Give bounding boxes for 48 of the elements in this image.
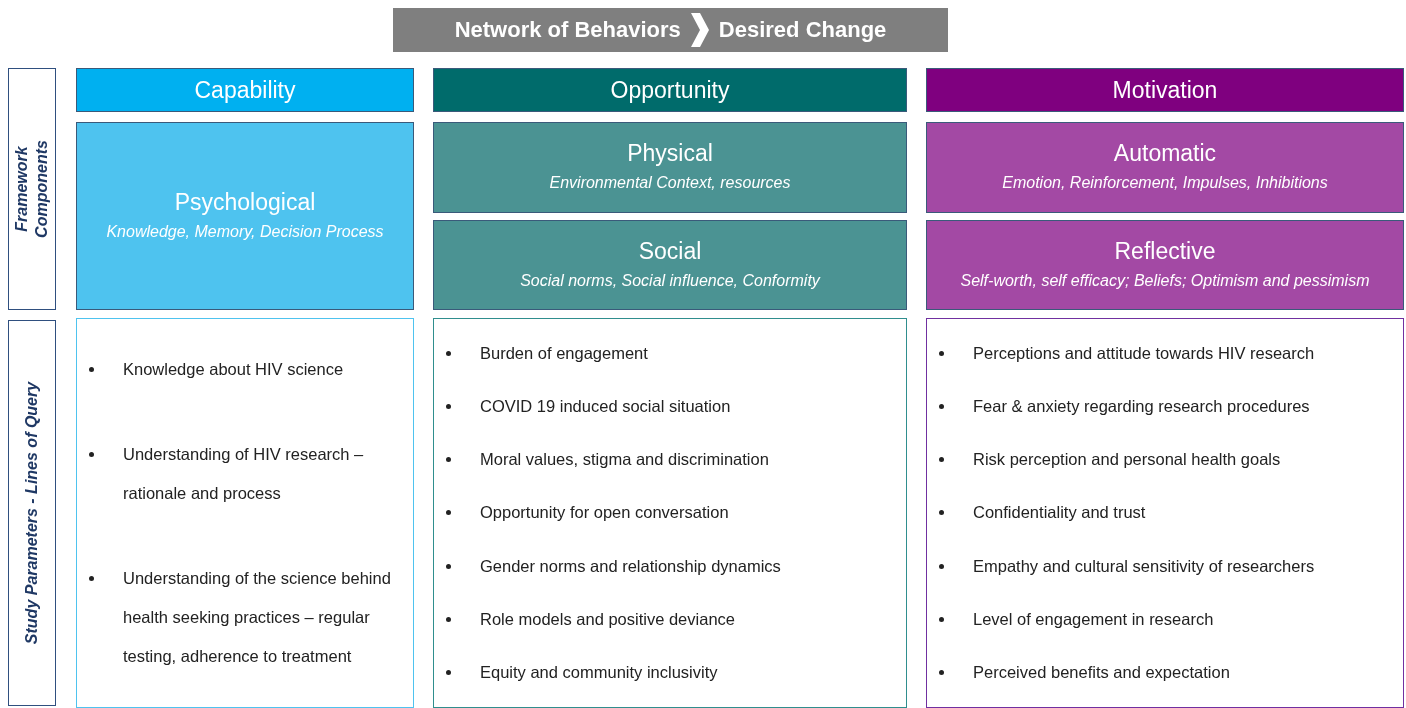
header-text: Capability — [194, 76, 296, 104]
banner-text: Network of Behaviors — [454, 17, 681, 43]
bullet-text: Knowledge about HIV science — [123, 360, 344, 379]
bullet-text: Level of engagement in research — [973, 609, 1214, 628]
bullet-text: Empathy and cultural sensitivity of researchers — [973, 556, 1315, 575]
row-label: Study Parameters - Lines of Query — [22, 381, 41, 645]
component-box — [926, 220, 1404, 310]
bullet-list-box — [76, 318, 414, 708]
column-header — [433, 68, 907, 112]
bullet-text: Moral values, stigma and discrimination — [480, 450, 769, 469]
component-description: Social norms, Social influence, Conformity — [520, 270, 820, 291]
component-description: Self-worth, self efficacy; Beliefs; Optimism and pessimism — [960, 270, 1370, 291]
header-text: Opportunity — [610, 76, 730, 104]
bullet-text: Equity and community inclusivity — [480, 662, 718, 681]
bullet-list-box — [433, 318, 907, 708]
column-header — [76, 68, 414, 112]
bullet-text: Opportunity for open conversation — [480, 503, 729, 522]
component-box — [926, 122, 1404, 213]
component-title: Psychological — [174, 188, 316, 216]
row-label-box — [8, 68, 56, 310]
row-label: Framework Components — [12, 140, 51, 238]
header-text: Motivation — [1112, 76, 1218, 104]
row-label-box — [8, 320, 56, 706]
bullet-list-box — [926, 318, 1404, 708]
bullet-text: COVID 19 induced social situation — [480, 397, 731, 416]
component-box — [76, 122, 414, 310]
bullet-text: Perceived benefits and expectation — [973, 662, 1230, 681]
component-title: Social — [638, 237, 702, 265]
bullet-text: Understanding of HIV research – rationale and process — [123, 445, 364, 503]
bullet-text: Fear & anxiety regarding research procedures — [973, 397, 1310, 416]
component-title: Physical — [627, 140, 713, 167]
component-box — [433, 122, 907, 213]
bullet-text: Confidentiality and trust — [973, 503, 1146, 522]
component-description: Environmental Context, resources — [549, 173, 791, 193]
bullet-text: Understanding of the science behind health seeking practices – regular testing, adherence to treatment — [123, 569, 391, 665]
bullet-text: Burden of engagement — [480, 344, 648, 362]
bullet-text: Perceptions and attitude towards HIV research — [973, 344, 1315, 362]
bullet-text: Risk perception and personal health goals — [973, 450, 1281, 469]
bullet-text: Role models and positive deviance — [480, 609, 735, 628]
component-title: Reflective — [1114, 237, 1216, 265]
component-title: Automatic — [1113, 140, 1217, 167]
banner-text: Desired Change — [718, 17, 887, 43]
bullet-text: Gender norms and relationship dynamics — [480, 556, 781, 575]
component-description: Knowledge, Memory, Decision Process — [106, 221, 384, 242]
component-description: Emotion, Reinforcement, Impulses, Inhibitions — [1002, 173, 1328, 193]
title-banner — [393, 8, 948, 52]
component-box — [433, 220, 907, 310]
column-header — [926, 68, 1404, 112]
